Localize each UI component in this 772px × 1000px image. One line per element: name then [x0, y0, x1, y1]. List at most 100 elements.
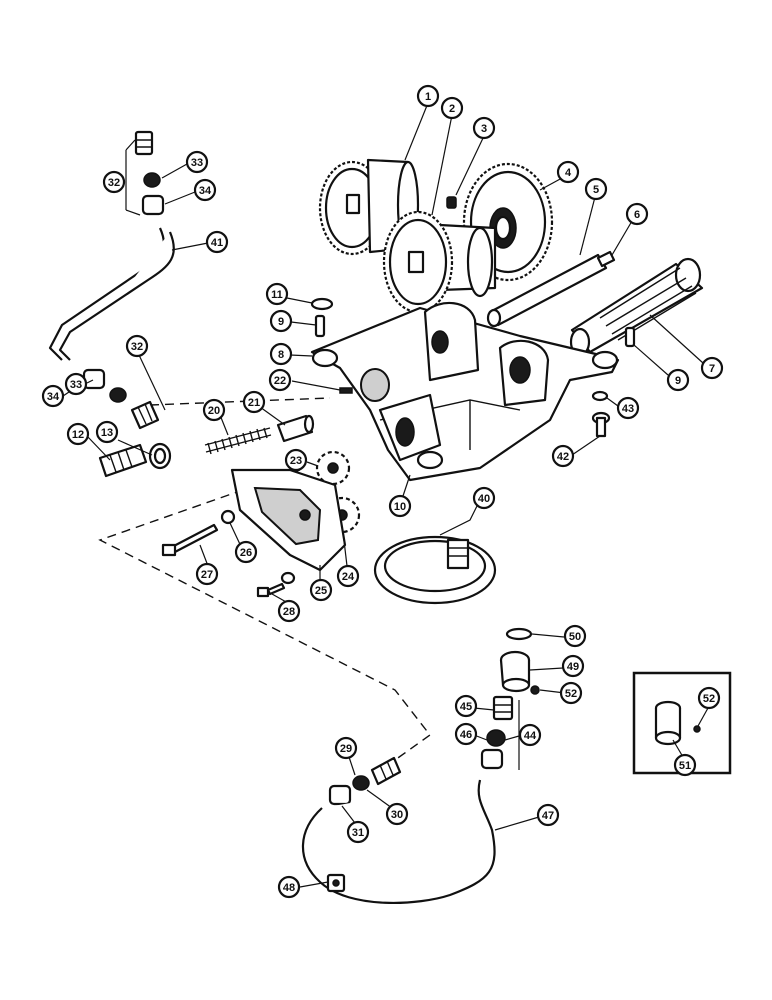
callout-32-top: 32 [102, 170, 126, 194]
callout-40: 40 [472, 486, 496, 510]
callout-34-left: 34 [41, 384, 65, 408]
callout-45: 45 [454, 694, 478, 718]
tube-47 [301, 779, 496, 904]
pin-6 [596, 250, 616, 268]
svg-text:30: 30 [391, 809, 403, 821]
washer-43 [591, 390, 609, 402]
svg-text:34: 34 [199, 185, 212, 197]
svg-text:10: 10 [394, 501, 406, 513]
nut-33-top [143, 172, 161, 188]
svg-text:47: 47 [542, 810, 554, 822]
washer-11 [310, 297, 334, 311]
svg-text:41: 41 [211, 237, 223, 249]
svg-text:13: 13 [101, 427, 113, 439]
svg-text:24: 24 [342, 571, 355, 583]
svg-text:9: 9 [278, 316, 284, 328]
callout-9-left: 9 [269, 309, 293, 333]
nut-30 [352, 775, 370, 791]
set-screw-3 [446, 196, 457, 209]
svg-text:2: 2 [449, 103, 455, 115]
callout-6: 6 [625, 202, 649, 226]
svg-text:11: 11 [271, 289, 283, 301]
callout-12: 12 [66, 422, 90, 446]
svg-text:46: 46 [460, 729, 472, 741]
clip-48 [326, 873, 346, 893]
callout-44: 44 [518, 723, 542, 747]
shaft-5 [486, 253, 608, 328]
svg-text:9: 9 [675, 375, 681, 387]
callout-50: 50 [563, 624, 587, 648]
svg-text:42: 42 [557, 451, 569, 463]
svg-text:44: 44 [524, 730, 537, 742]
callout-47: 47 [536, 803, 560, 827]
callout-2: 2 [440, 96, 464, 120]
tube-41 [48, 227, 175, 361]
fitting-29 [370, 756, 402, 786]
gasket-13 [148, 442, 172, 470]
valve-21 [276, 414, 315, 443]
bolt-42 [591, 411, 611, 438]
callout-5: 5 [584, 177, 608, 201]
sleeve-49 [499, 650, 531, 693]
svg-text:48: 48 [283, 882, 295, 894]
callout-23: 23 [284, 448, 308, 472]
fitting-32-left [130, 400, 160, 430]
callout-33-top: 33 [185, 150, 209, 174]
svg-text:33: 33 [191, 157, 203, 169]
callout-26: 26 [234, 540, 258, 564]
svg-text:45: 45 [460, 701, 472, 713]
screw-52 [530, 685, 540, 695]
svg-text:49: 49 [567, 661, 579, 673]
callout-51: 51 [673, 753, 697, 777]
svg-text:20: 20 [208, 405, 220, 417]
sleeve-31 [328, 784, 352, 806]
svg-text:31: 31 [352, 827, 364, 839]
callout-22: 22 [268, 368, 292, 392]
callout-49: 49 [561, 654, 585, 678]
washer-26 [220, 509, 296, 585]
gear-23 [315, 450, 351, 486]
callout-11: 11 [265, 282, 289, 306]
dowel-9-left [314, 314, 326, 338]
callout-13: 13 [95, 420, 119, 444]
callout-30: 30 [385, 802, 409, 826]
svg-text:32: 32 [131, 341, 143, 353]
dashed-line-fitting-to-pump [149, 397, 331, 406]
callout-24: 24 [336, 564, 360, 588]
callout-8: 8 [269, 342, 293, 366]
plug-12 [98, 443, 148, 478]
svg-text:22: 22 [274, 375, 286, 387]
svg-text:52: 52 [565, 688, 577, 700]
svg-text:40: 40 [478, 493, 490, 505]
callout-52: 52 [559, 681, 583, 705]
dashed-line-pump-to-tube [98, 469, 432, 761]
svg-text:1: 1 [425, 91, 431, 103]
svg-text:25: 25 [315, 585, 327, 597]
callout-33-left: 33 [64, 372, 88, 396]
callout-27: 27 [195, 562, 219, 586]
callout-43: 43 [616, 396, 640, 420]
svg-text:21: 21 [248, 397, 260, 409]
callout-32-left: 32 [125, 334, 149, 358]
callout-46: 46 [454, 722, 478, 746]
svg-text:52: 52 [703, 693, 715, 705]
spring-20 [204, 427, 272, 455]
svg-text:23: 23 [290, 455, 302, 467]
svg-text:28: 28 [283, 606, 295, 618]
sleeve-34-top [141, 194, 165, 216]
callout-34-top: 34 [193, 178, 217, 202]
callout-1: 1 [416, 84, 440, 108]
svg-text:12: 12 [72, 429, 84, 441]
callout-31: 31 [346, 820, 370, 844]
svg-text:8: 8 [278, 349, 284, 361]
svg-text:32: 32 [108, 177, 120, 189]
callout-41: 41 [205, 230, 229, 254]
fitting-32-top [134, 130, 154, 156]
callout-3: 3 [472, 116, 496, 140]
nut-44 [486, 729, 506, 747]
pin-22 [339, 387, 353, 394]
callout-42: 42 [551, 444, 575, 468]
fitting-45 [492, 695, 514, 721]
